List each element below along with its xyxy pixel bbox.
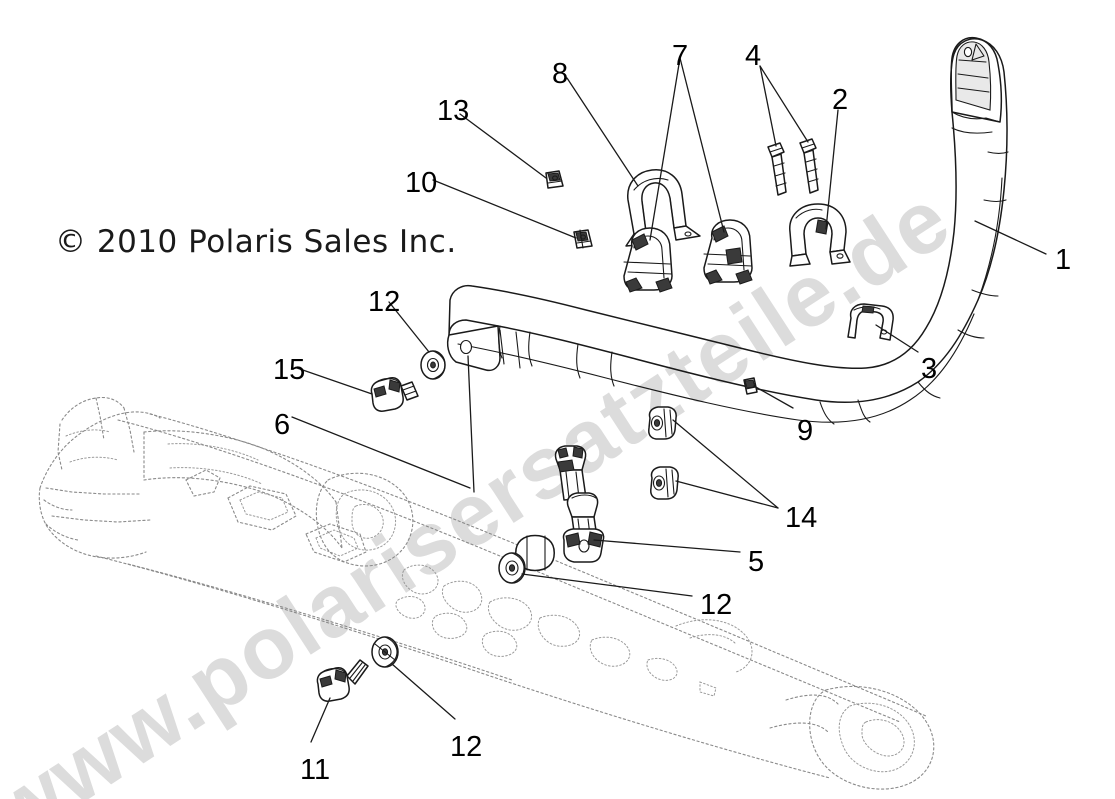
washer-lower bbox=[371, 636, 399, 668]
callout-15[interactable]: 15 bbox=[273, 354, 306, 386]
part-5-stabilizer-link-pair bbox=[554, 445, 605, 563]
callout-14[interactable]: 14 bbox=[785, 502, 818, 534]
callout-10[interactable]: 10 bbox=[405, 167, 438, 199]
part-13-clip-nut-upper bbox=[545, 170, 564, 189]
callout-12-lower[interactable]: 12 bbox=[450, 731, 483, 763]
callout-7[interactable]: 7 bbox=[672, 40, 689, 72]
part-10-clip-nut-lower bbox=[573, 229, 593, 249]
part-11-flange-bolt-lower bbox=[316, 659, 369, 702]
part-6-swingarm-phantom bbox=[38, 396, 935, 790]
callout-11[interactable]: 11 bbox=[300, 754, 331, 786]
copyright-notice: © 2010 Polaris Sales Inc. bbox=[55, 224, 457, 260]
watermark: www.polarisersatzteile.de bbox=[0, 168, 967, 799]
callout-9[interactable]: 9 bbox=[797, 415, 814, 447]
callout-6[interactable]: 6 bbox=[274, 409, 291, 441]
callout-4[interactable]: 4 bbox=[745, 40, 762, 72]
part-4-flange-bolt-pair bbox=[767, 138, 819, 196]
part-15-flange-bolt-upper bbox=[370, 377, 419, 412]
leader-lines bbox=[291, 57, 1047, 743]
callout-13[interactable]: 13 bbox=[437, 95, 470, 127]
part-9-small-nut bbox=[743, 377, 758, 395]
callout-8[interactable]: 8 bbox=[552, 58, 569, 90]
svg-text:www.polarisersatzteile.de: www.polarisersatzteile.de bbox=[0, 168, 967, 799]
part-2-bushing-saddle-bracket bbox=[789, 203, 851, 267]
part-3-saddle-clamp bbox=[847, 303, 894, 341]
callout-1[interactable]: 1 bbox=[1055, 244, 1072, 276]
washer-upper bbox=[420, 350, 446, 380]
callout-12-middle[interactable]: 12 bbox=[700, 589, 733, 621]
callout-5[interactable]: 5 bbox=[748, 546, 765, 578]
callout-12-upper[interactable]: 12 bbox=[368, 286, 401, 318]
washer-middle bbox=[498, 534, 555, 584]
callout-2[interactable]: 2 bbox=[832, 84, 849, 116]
part-7-stabilizer-bushing-pair bbox=[623, 219, 753, 293]
part-14-link-nut-pair bbox=[648, 406, 679, 500]
callout-3[interactable]: 3 bbox=[921, 353, 938, 385]
part-12-washers bbox=[371, 350, 555, 668]
